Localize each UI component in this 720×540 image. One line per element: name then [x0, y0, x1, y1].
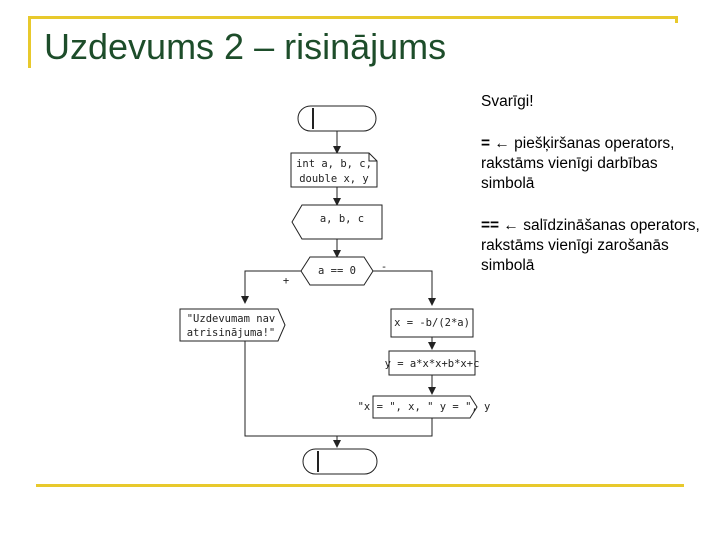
- note-comparison: == ← salīdzināšanas operators, rakstāms …: [481, 216, 711, 276]
- left-arrow-icon: ←: [494, 135, 510, 152]
- result-output-block: [372, 395, 478, 419]
- notes-heading: Svarīgi!: [481, 93, 534, 110]
- connector-yes-branch: [241, 270, 301, 304]
- title-accent-right: [675, 16, 678, 23]
- notes-panel: Svarīgi! = ← piešķiršanas operators, rak…: [481, 92, 711, 298]
- compare-description: salīdzināšanas operators, rakstāms vienī…: [481, 217, 700, 274]
- message-output-block: [179, 308, 286, 342]
- title-accent-left: [28, 16, 31, 68]
- message-line1: "Uzdevumam nav: [187, 313, 276, 325]
- note-assignment: = ← piešķiršanas operators, rakstāms vie…: [481, 134, 711, 194]
- assign-x-block: [390, 308, 474, 338]
- compare-operator: ==: [481, 217, 500, 234]
- assign-description: piešķiršanas operators, rakstāms vienīgi…: [481, 135, 675, 192]
- result-output-text: "x = ", x, " y = ", y: [358, 401, 491, 413]
- left-arrow-icon: ←: [503, 217, 519, 234]
- connector-msg-merge: [244, 341, 337, 437]
- assign-y-block: [388, 350, 476, 376]
- connector-no-branch: [373, 270, 436, 306]
- assign-operator: =: [481, 135, 491, 152]
- title-accent-top: [28, 16, 678, 19]
- yes-branch-label: +: [283, 275, 289, 287]
- no-branch-label: -: [381, 261, 387, 273]
- declaration-block: [290, 152, 378, 188]
- condition-text: a == 0: [318, 265, 356, 277]
- input-text: a, b, c: [320, 213, 364, 225]
- assign-x-text: x = -b/(2*a): [394, 317, 470, 329]
- bottom-rule: [36, 484, 684, 487]
- condition-block: [300, 256, 374, 286]
- connector-output-merge: [337, 418, 433, 437]
- start-terminator: [297, 105, 377, 132]
- declaration-line1: int a, b, c,: [296, 158, 372, 170]
- input-block: [291, 204, 383, 240]
- end-terminator: [302, 448, 378, 475]
- declaration-line2: double x, y: [299, 173, 369, 185]
- message-line2: atrisinājuma!": [187, 327, 276, 339]
- slide-title: Uzdevums 2 – risinājums: [44, 26, 447, 67]
- assign-y-text: y = a*x*x+b*x+c: [385, 358, 480, 370]
